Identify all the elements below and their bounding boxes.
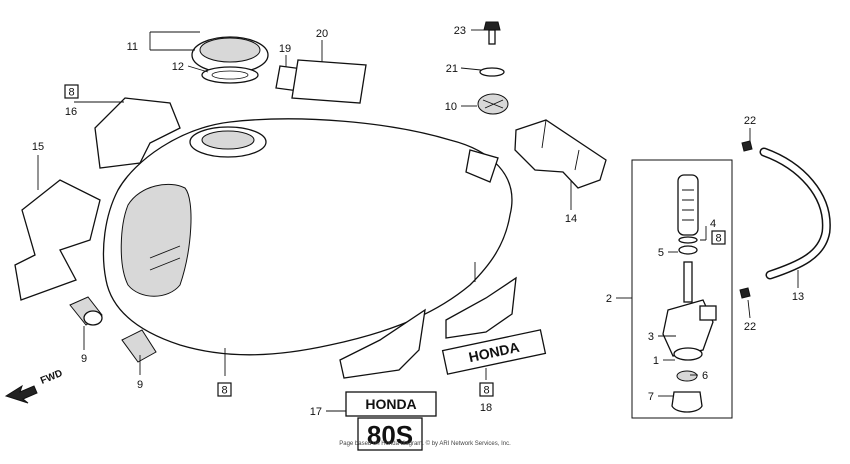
- callout-8-stripe: 8: [68, 87, 74, 99]
- callout-14: 14: [565, 213, 577, 225]
- callout-2: 2: [606, 293, 612, 305]
- callout-13: 13: [792, 291, 804, 303]
- fuel-valve-assembly: [631, 159, 733, 419]
- callout-21: 21: [446, 63, 458, 75]
- washer-21: [479, 67, 505, 77]
- fuel-tank: [102, 118, 513, 356]
- callout-8-emblem: 8: [483, 385, 489, 397]
- fuel-cup-7: [671, 391, 703, 413]
- callout-16: 16: [65, 106, 77, 118]
- fwd-label: FWD: [39, 368, 64, 387]
- rubber-cushion-upper: [69, 296, 103, 326]
- bolt-23: [483, 21, 501, 45]
- decal-honda-text-left: HONDA: [365, 396, 416, 412]
- o-ring-5: [678, 245, 698, 255]
- gasket-6: [676, 370, 698, 382]
- stripe-decal-15: [14, 179, 101, 301]
- callout-10: 10: [445, 101, 457, 113]
- callout-5: 5: [658, 247, 664, 259]
- strainer-screen: [677, 174, 699, 236]
- arrow-icon: [4, 384, 38, 404]
- fuel-cap: [191, 36, 269, 74]
- callout-8-valve: 8: [715, 233, 721, 245]
- rubber-cushion-lower: [121, 329, 157, 363]
- grommet-10: [477, 93, 509, 115]
- emblem-decal-17: HONDA 80S: [339, 308, 437, 451]
- callout-15: 15: [32, 141, 44, 153]
- footer-copyright: Page based on Honda diagram. © by ARI Ne…: [339, 440, 511, 447]
- fwd-arrow: FWD: [4, 368, 64, 404]
- callout-3: 3: [648, 331, 654, 343]
- callout-23: 23: [454, 25, 466, 37]
- callout-8-tank: 8: [221, 385, 227, 397]
- callout-6: 6: [702, 370, 708, 382]
- callout-18: 18: [480, 402, 492, 414]
- fuel-hose: [759, 147, 831, 280]
- callout-11: 11: [127, 41, 138, 53]
- hose-clip-upper: [741, 140, 753, 152]
- ref-box-8-tank: [217, 382, 232, 397]
- callout-19: 19: [279, 43, 291, 55]
- emblem-decal-18: HONDA: [441, 276, 547, 375]
- callout-1: 1: [653, 355, 659, 367]
- callout-labels: 11 12 19 20 23 21 10 14 2 4 8 5 3 1 6 7 …: [32, 25, 804, 418]
- callout-22-lower: 22: [744, 321, 756, 333]
- tank-cushion: [514, 119, 607, 189]
- cap-gasket: [201, 66, 259, 84]
- callout-20: 20: [316, 28, 328, 40]
- callout-12: 12: [172, 61, 184, 73]
- ref-box-8-valve: [711, 230, 726, 245]
- decal-model-text: 80S: [367, 420, 413, 450]
- callout-9-lower: 9: [137, 379, 143, 391]
- ref-box-8-emblem: [479, 382, 494, 397]
- callout-9-upper: 9: [81, 353, 87, 365]
- callout-7: 7: [648, 391, 654, 403]
- emblem-20: [291, 59, 367, 104]
- callout-17: 17: [310, 406, 322, 418]
- leader-lines: [37, 29, 799, 412]
- callout-22-upper: 22: [744, 115, 756, 127]
- callout-4: 4: [710, 218, 716, 230]
- ref-box-8-stripe: [64, 84, 79, 99]
- hose-clip-lower: [739, 287, 751, 299]
- stripe-decal-16: [94, 97, 181, 169]
